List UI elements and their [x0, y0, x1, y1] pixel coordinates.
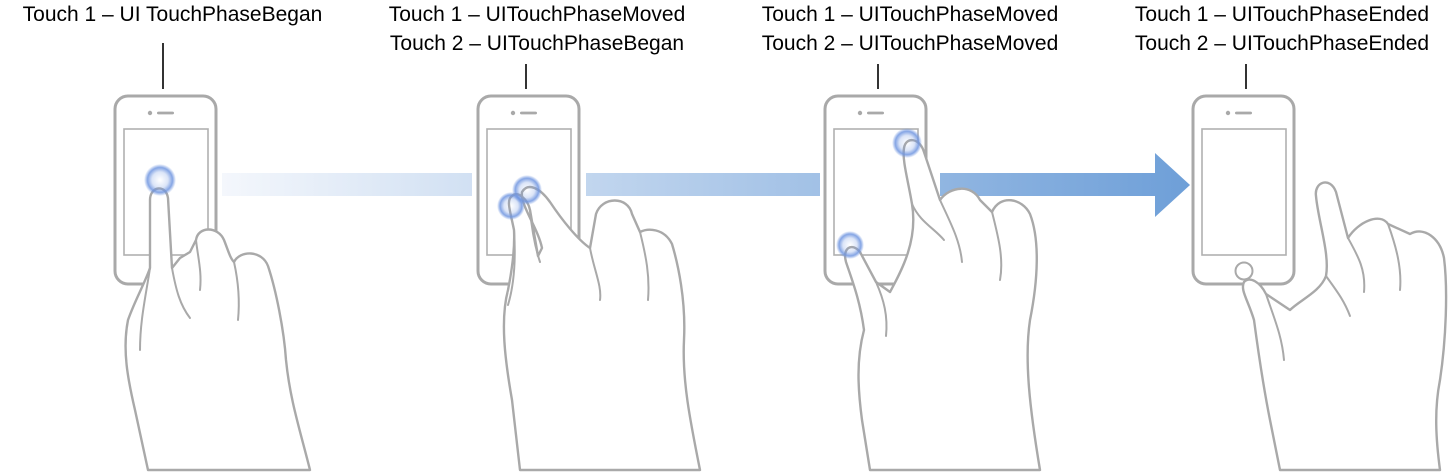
caption-line: Touch 2 – UITouchPhaseEnded [1134, 32, 1430, 55]
arrow-segment [586, 173, 820, 196]
arrow-head [1155, 153, 1190, 217]
arrow-segment [940, 173, 1155, 196]
stage-4-illustration [1191, 94, 1448, 472]
hand-icon [124, 187, 312, 472]
stage-1-illustration [113, 94, 312, 472]
touch-point-icon [892, 128, 922, 158]
caption-line: Touch 1 – UI TouchPhaseBegan [22, 3, 323, 26]
caption-stage-2: Touch 1 – UITouchPhaseMoved Touch 2 – UI… [357, 0, 717, 58]
caption-stage-1: Touch 1 – UI TouchPhaseBegan [0, 0, 345, 29]
arrow-icon [222, 153, 1190, 217]
caption-line: Touch 2 – UITouchPhaseBegan [389, 32, 685, 55]
hand-icon [502, 185, 702, 472]
touch-point-icon [144, 164, 176, 196]
caption-stage-3: Touch 1 – UITouchPhaseMoved Touch 2 – UI… [730, 0, 1090, 58]
caption-line: Touch 1 – UITouchPhaseMoved [388, 3, 686, 26]
caption-line: Touch 1 – UITouchPhaseEnded [1134, 3, 1430, 26]
caption-stage-4: Touch 1 – UITouchPhaseEnded Touch 2 – UI… [1102, 0, 1451, 58]
caption-line: Touch 1 – UITouchPhaseMoved [761, 3, 1059, 26]
stage-2-illustration [476, 94, 702, 472]
home-button-icon [1234, 261, 1254, 281]
touch-point-icon [497, 192, 525, 220]
hand-icon [1241, 181, 1448, 472]
arrow-segment [222, 173, 472, 196]
caption-line: Touch 2 – UITouchPhaseMoved [761, 32, 1059, 55]
touch-point-icon [836, 231, 864, 259]
stage-3-illustration [823, 94, 1042, 472]
iphone-icon [1191, 94, 1296, 286]
